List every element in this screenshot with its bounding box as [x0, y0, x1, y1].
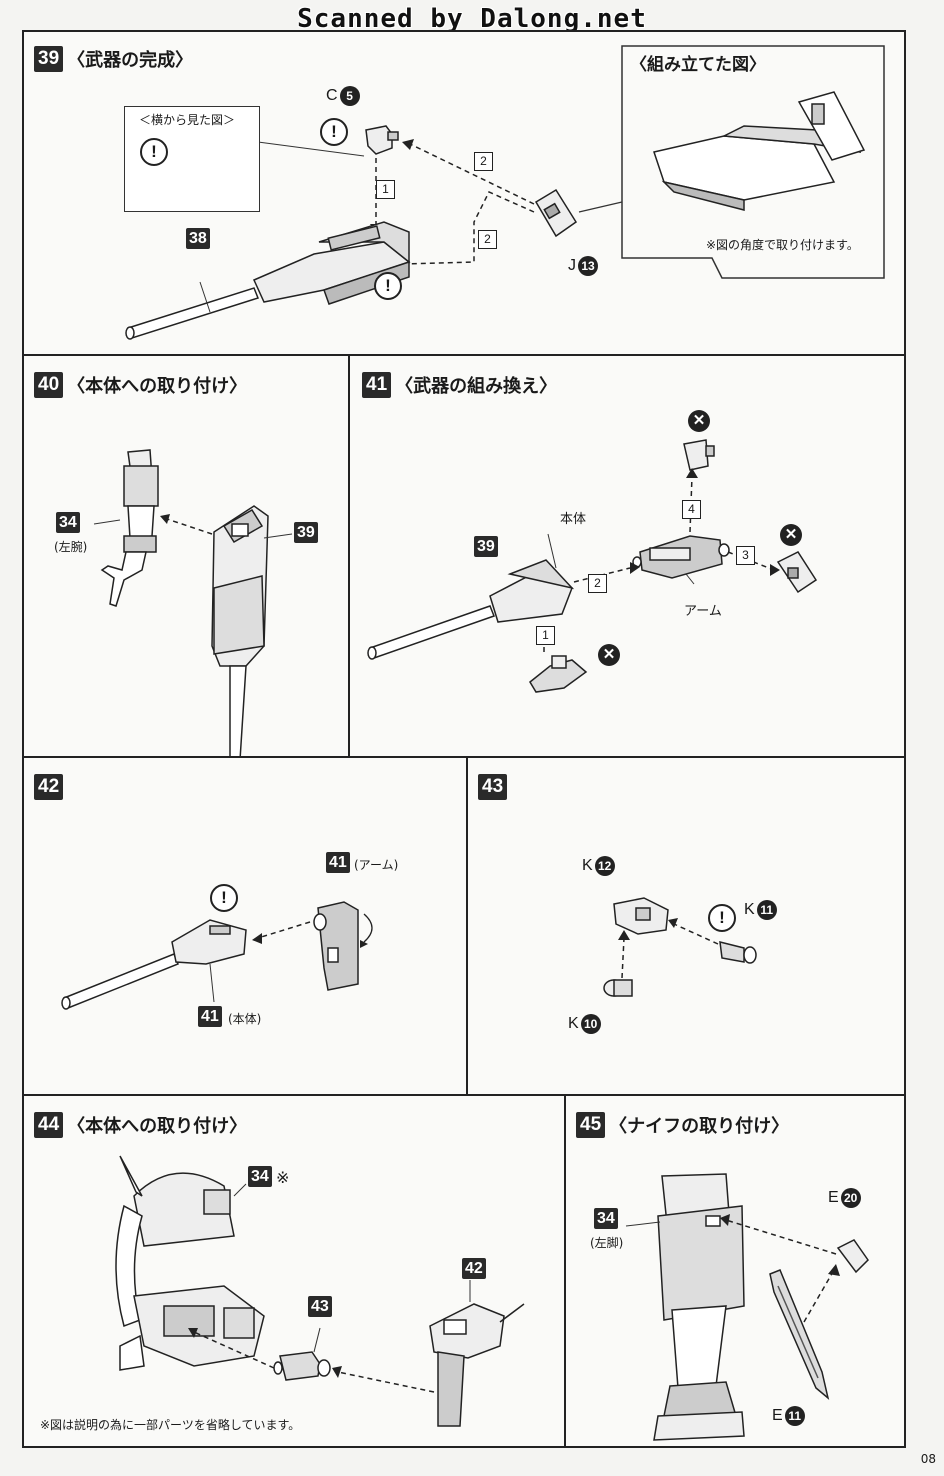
step-39-panel: 39 〈武器の完成〉 ＜横から見た図＞ ! 〈組み立てた図〉 ※図の角度で取り付…: [22, 30, 906, 356]
step-title: 〈ナイフの取り付け〉: [609, 1116, 790, 1137]
step-39-header: 39 〈武器の完成〉: [34, 46, 193, 72]
part-k10-label: K 10: [568, 1014, 601, 1034]
warning-icon: !: [374, 272, 402, 300]
step-44-illustration: [115, 1155, 525, 1427]
order-badge-2: 2: [478, 230, 497, 249]
step-43-panel: 43 K 12 ! K 11 K 10: [466, 756, 906, 1096]
part-34-note: (左腕): [54, 540, 88, 554]
step-number: 39: [34, 46, 64, 72]
step-45-illustration: [625, 1173, 869, 1441]
step-45-header: 45 〈ナイフの取り付け〉: [576, 1112, 789, 1138]
part-letter: E: [828, 1189, 839, 1206]
page-number: 08: [920, 1452, 936, 1466]
step-45-panel: 45 〈ナイフの取り付け〉 34 (左脚) E 20 E 11: [564, 1094, 906, 1448]
part-e11-label: E 11: [772, 1406, 805, 1426]
part-34-badge: 34: [594, 1208, 618, 1229]
assembled-note: ※図の角度で取り付けます。: [706, 238, 859, 252]
part-number-badge: 13: [578, 256, 598, 276]
step-number: 45: [576, 1112, 606, 1138]
step-40-panel: 40 〈本体への取り付け〉 34 (左腕) 39: [22, 354, 350, 758]
part-34-badge: 34: [248, 1166, 272, 1187]
part-e20-label: E 20: [828, 1188, 861, 1208]
warning-icon: !: [140, 138, 168, 166]
step-number: 42: [34, 774, 64, 800]
step-number: 44: [34, 1112, 64, 1138]
step-41-illustration: [367, 439, 818, 693]
part-34-badge: 34: [56, 512, 80, 533]
part-41-body-note: (本体): [228, 1012, 262, 1026]
cross-icon: ✕: [688, 410, 710, 432]
step-title: 〈武器の完成〉: [67, 50, 194, 71]
part-letter: K: [582, 857, 593, 874]
part-number-badge: 11: [784, 1406, 805, 1426]
part-39-badge: 39: [474, 536, 498, 557]
step-number: 40: [34, 372, 64, 398]
part-k11-label: K 11: [744, 900, 777, 920]
part-43-badge: 43: [308, 1296, 332, 1317]
step-44-header: 44 〈本体への取り付け〉: [34, 1112, 247, 1138]
part-41-badge: 41: [326, 852, 350, 873]
order-badge-2: 2: [474, 152, 493, 171]
part-number-badge: 12: [594, 856, 615, 876]
watermark: Scanned by Dalong.net: [297, 4, 647, 34]
part-letter: K: [744, 901, 755, 918]
part-letter: C: [326, 87, 338, 104]
part-42-badge: 42: [462, 1258, 486, 1279]
part-number-badge: 20: [840, 1188, 861, 1208]
part-38-badge: 38: [186, 228, 210, 249]
step-44-panel: 44 〈本体への取り付け〉 34 ※ 43 42 ※図は説明の為に一部パーツを省…: [22, 1094, 566, 1448]
warning-icon: !: [320, 118, 348, 146]
part-k12-label: K 12: [582, 856, 615, 876]
label-arm: アーム: [684, 604, 722, 619]
order-badge-4: 4: [682, 500, 701, 519]
step-41-panel: 41 〈武器の組み換え〉 39 本体 アーム 2 4 3 1 ✕ ✕ ✕: [348, 354, 906, 758]
part-letter: E: [772, 1407, 783, 1424]
part-letter: K: [568, 1015, 579, 1032]
part-number-badge: 11: [756, 900, 777, 920]
order-badge-1: 1: [536, 626, 555, 645]
part-39-badge: 39: [294, 522, 318, 543]
step-title: 〈本体への取り付け〉: [67, 1116, 248, 1137]
assembled-title: 〈組み立てた図〉: [630, 55, 766, 75]
part-34-note: (左脚): [590, 1236, 624, 1250]
step-number: 41: [362, 372, 392, 398]
cross-icon: ✕: [780, 524, 802, 546]
part-j13-label: J 13: [568, 256, 598, 276]
warning-icon: !: [708, 904, 736, 932]
omission-note: ※図は説明の為に一部パーツを省略しています。: [40, 1418, 301, 1432]
step-42-illustration: [61, 901, 373, 1010]
label-body: 本体: [560, 512, 587, 527]
order-badge-1: 1: [376, 180, 395, 199]
order-badge-2: 2: [588, 574, 607, 593]
step-41-header: 41 〈武器の組み換え〉: [362, 372, 557, 398]
step-43-illustration: [603, 897, 757, 997]
part-letter: J: [568, 257, 576, 274]
step-40-header: 40 〈本体への取り付け〉: [34, 372, 247, 398]
step-number: 43: [478, 774, 508, 800]
side-view-label: ＜横から見た図＞: [139, 113, 236, 127]
part-number-badge: 10: [580, 1014, 601, 1034]
order-badge-3: 3: [736, 546, 755, 565]
part-41-badge: 41: [198, 1006, 222, 1027]
part-34-mark: ※: [276, 1168, 290, 1187]
part-41-arm-note: (アーム): [354, 858, 399, 872]
step-title: 〈武器の組み換え〉: [395, 376, 558, 397]
step-42-panel: 42 41 (アーム) ! 41 (本体): [22, 756, 468, 1096]
cross-icon: ✕: [598, 644, 620, 666]
part-c5-label: C 5: [326, 86, 360, 106]
step-40-illustration: [93, 449, 293, 756]
step-title: 〈本体への取り付け〉: [67, 376, 248, 397]
warning-icon: !: [210, 884, 238, 912]
part-number-badge: 5: [339, 86, 360, 106]
